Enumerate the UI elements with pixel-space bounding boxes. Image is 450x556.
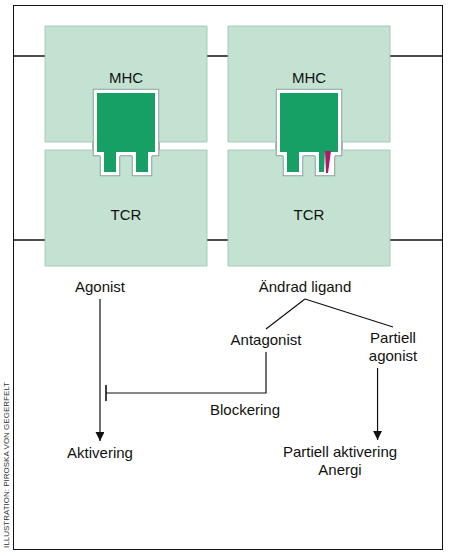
tcr-receptor: TCR [45,150,207,266]
connector [266,299,305,329]
node-text: Anergi [283,461,397,479]
outcome-label: Partiell aktiveringAnergi [283,443,397,479]
molecule-outline [45,26,207,142]
node-text: Agonist [75,278,125,296]
node-text: Aktivering [67,444,133,462]
node-text: TCR [45,206,207,224]
connector [99,299,100,441]
outcome-label: Aktivering [67,444,133,462]
inhibition-label: Blockering [210,401,280,419]
node-text: Antagonist [231,331,302,349]
ligand-type: Partiell agonist [358,329,428,365]
ligand-type: Antagonist [231,331,302,349]
node-text: MHC [45,69,207,87]
mhc-molecule: MHC [228,26,390,142]
block-line [106,352,266,401]
credit-watermark: ILLUSTRATION: PIROSKA VON GEGERFELT [2,382,12,548]
node-text: MHC [228,69,390,87]
connector [377,368,378,440]
ligand-label: Ändrad ligand [259,278,352,296]
ligand-label: Agonist [75,278,125,296]
node-text: TCR [228,206,390,224]
frame [14,6,443,550]
connector [305,299,393,327]
molecule-outline [45,150,207,266]
molecule-outline [228,26,390,142]
node-text: Ändrad ligand [259,278,352,296]
molecule-outline [228,150,390,266]
tcr-receptor: TCR [228,150,390,266]
node-text: Partiell agonist [358,329,428,365]
mhc-molecule: MHC [45,26,207,142]
node-text: Partiell aktivering [283,443,397,461]
